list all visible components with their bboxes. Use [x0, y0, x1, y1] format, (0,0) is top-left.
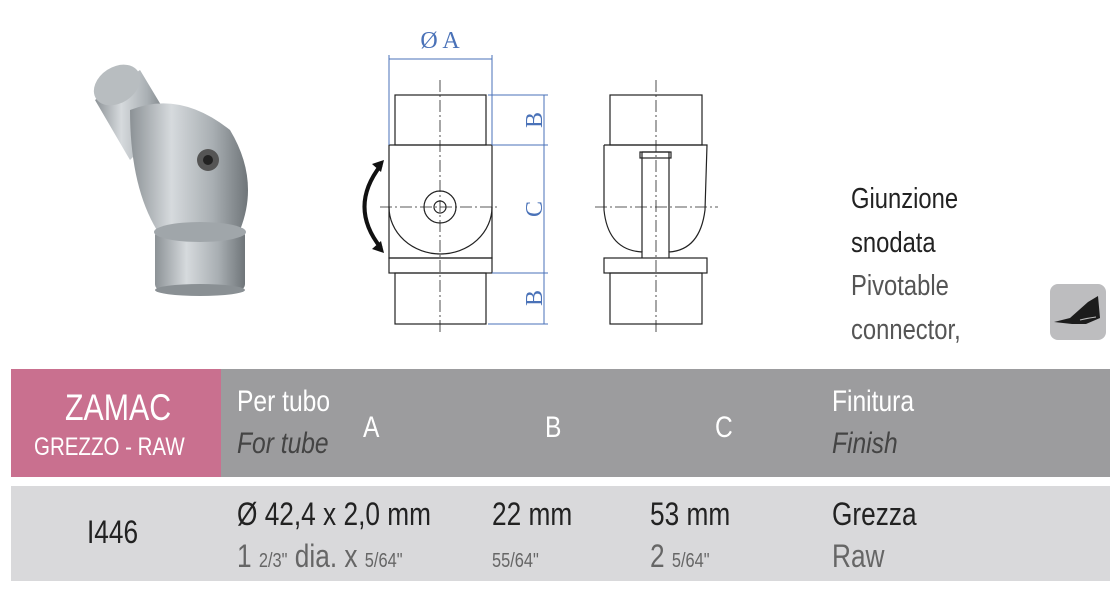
b-label: B	[522, 112, 548, 128]
finish-it: Grezza	[832, 496, 917, 532]
glue-tube-icon	[1050, 284, 1106, 340]
b-mm: 22 mm	[492, 496, 573, 532]
header-finish-en: Finish	[832, 427, 898, 460]
name-en-2: connector,	[851, 313, 961, 346]
header-finish-it: Finitura	[832, 385, 915, 418]
b-label-bottom: B	[522, 290, 548, 306]
product-photo	[93, 64, 248, 296]
rotation-arrow-icon	[362, 163, 383, 250]
name-it-2: snodata	[851, 226, 936, 259]
header-a: A	[363, 411, 380, 444]
header-b: B	[545, 411, 562, 444]
c-label: C	[522, 201, 548, 217]
name-it-1: Giunzione	[851, 183, 959, 215]
finish-en: Raw	[832, 538, 885, 574]
diameter-a-label: Ø A	[420, 28, 460, 54]
material: ZAMAC	[65, 387, 172, 428]
name-en-1: Pivotable	[851, 270, 949, 302]
b-inch: 55/64"	[492, 550, 539, 572]
header-tube-en: For tube	[237, 427, 329, 460]
product-code: I446	[87, 514, 139, 550]
table-row: I446 Ø 42,4 x 2,0 mm 1 2/3" dia. x 5/64"…	[11, 486, 1110, 581]
product-title: Giunzione snodata Pivotable connector,	[851, 178, 961, 352]
material-cell: ZAMAC GREZZO - RAW	[11, 369, 221, 477]
technical-drawing: Ø A B C B	[362, 28, 718, 335]
a-mm: Ø 42,4 x 2,0 mm	[237, 496, 431, 532]
a-inch: 1 2/3" dia. x 5/64"	[237, 538, 403, 574]
header-c: C	[715, 411, 733, 444]
header-tube-it: Per tubo	[237, 385, 331, 418]
c-mm: 53 mm	[650, 496, 731, 532]
material-sub: GREZZO - RAW	[34, 433, 185, 461]
c-inch: 2 5/64"	[650, 538, 710, 574]
